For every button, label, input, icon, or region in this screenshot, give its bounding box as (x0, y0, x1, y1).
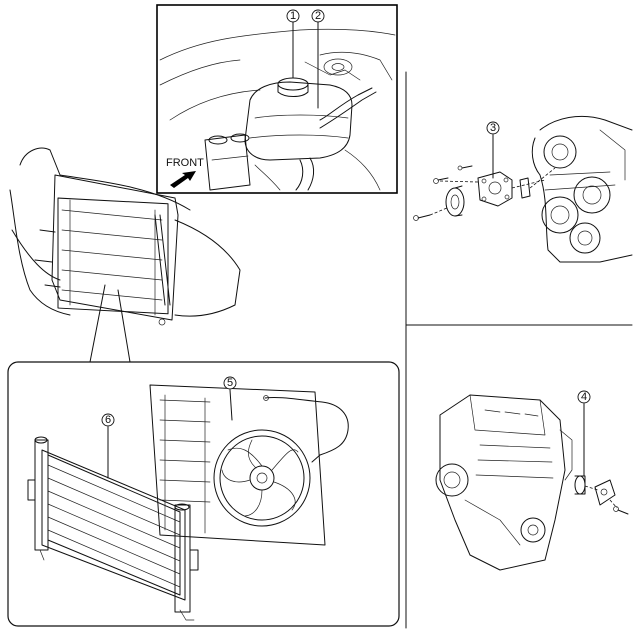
callout-6: 6 (105, 414, 111, 426)
water-pump (477, 171, 513, 207)
callout-4: 4 (581, 391, 587, 403)
bolts (413, 165, 473, 221)
front-arrow-icon (170, 171, 196, 188)
thermostat-panel: 4 (435, 390, 629, 571)
callout-5: 5 (227, 377, 233, 389)
water-pump-gasket (519, 177, 531, 199)
radiator-in-vehicle (57, 197, 171, 316)
callout-1: 1 (290, 10, 296, 22)
vehicle-front-panel (9, 147, 241, 363)
engine-front-cover (531, 115, 633, 263)
front-label: FRONT (166, 157, 204, 169)
callout-3: 3 (490, 122, 496, 134)
cooling-fan-shroud (149, 384, 349, 546)
engine-block (435, 394, 573, 571)
thermostat (574, 475, 629, 515)
coolant-reservoir-tank (244, 77, 353, 161)
callout-2: 2 (315, 10, 321, 22)
cooling-fan (213, 429, 311, 527)
radiator-fan-detail: 5 6 (7, 361, 400, 627)
water-pump-pulley (445, 185, 465, 217)
washer-bottle (204, 133, 251, 191)
water-pump-panel: 3 (405, 71, 633, 629)
radiator (27, 436, 199, 621)
reservoir-panel: 1 2 FRONT (156, 4, 398, 194)
